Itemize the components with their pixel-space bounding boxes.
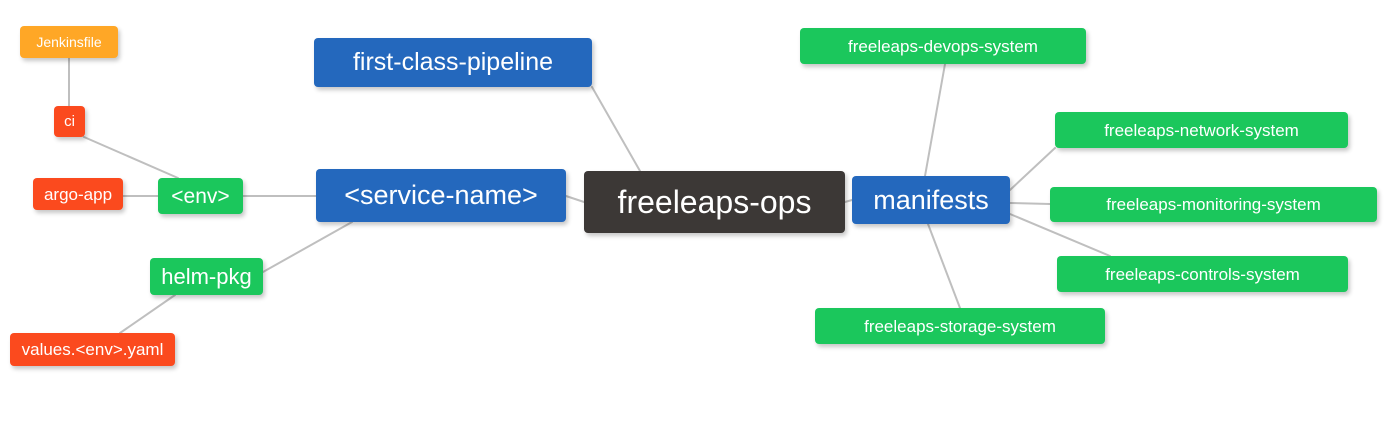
mindmap-node-pipeline[interactable]: first-class-pipeline	[314, 38, 592, 87]
mindmap-node-ci[interactable]: ci	[54, 106, 85, 137]
mindmap-node-manifests[interactable]: manifests	[852, 176, 1010, 224]
mindmap-node-label-network: freeleaps-network-system	[1104, 120, 1299, 140]
mindmap-node-label-jenkinsfile: Jenkinsfile	[36, 34, 102, 50]
mindmap-node-helm[interactable]: helm-pkg	[150, 258, 263, 295]
mindmap-node-values[interactable]: values.<env>.yaml	[10, 333, 175, 366]
mindmap-node-env[interactable]: <env>	[158, 178, 243, 214]
mindmap-node-label-env: <env>	[171, 184, 230, 208]
mindmap-node-label-service: <service-name>	[344, 180, 538, 210]
mindmap-node-label-ci: ci	[64, 113, 75, 130]
mindmap-node-service[interactable]: <service-name>	[316, 169, 566, 222]
mindmap-node-label-pipeline: first-class-pipeline	[352, 48, 554, 76]
mindmap-node-root[interactable]: freeleaps-ops	[584, 171, 845, 233]
mindmap-node-network[interactable]: freeleaps-network-system	[1055, 112, 1348, 148]
mindmap-node-label-controls: freeleaps-controls-system	[1105, 264, 1300, 284]
mindmap-node-label-argo: argo-app	[43, 184, 113, 204]
mindmap-node-label-values: values.<env>.yaml	[21, 340, 164, 359]
mindmap-node-devops[interactable]: freeleaps-devops-system	[800, 28, 1086, 64]
mindmap-node-label-root: freeleaps-ops	[617, 184, 812, 220]
mindmap-node-controls[interactable]: freeleaps-controls-system	[1057, 256, 1348, 292]
mindmap-node-jenkinsfile[interactable]: Jenkinsfile	[20, 26, 118, 58]
mindmap-node-label-manifests: manifests	[873, 184, 989, 215]
mindmap-node-label-helm: helm-pkg	[161, 263, 252, 289]
mindmap-node-label-devops: freeleaps-devops-system	[848, 36, 1038, 56]
mindmap-node-storage[interactable]: freeleaps-storage-system	[815, 308, 1105, 344]
mindmap-node-label-monitoring: freeleaps-monitoring-system	[1106, 195, 1321, 214]
mindmap-node-monitoring[interactable]: freeleaps-monitoring-system	[1050, 187, 1377, 222]
mindmap-node-label-storage: freeleaps-storage-system	[864, 316, 1056, 336]
mindmap-node-argo[interactable]: argo-app	[33, 178, 123, 210]
